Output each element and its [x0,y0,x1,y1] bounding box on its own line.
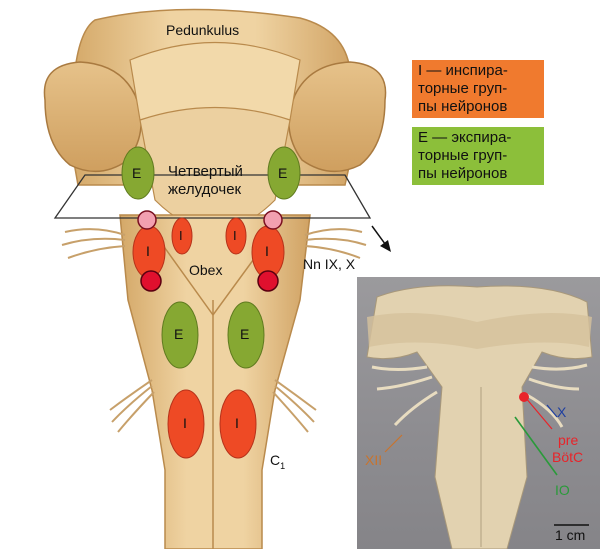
medulla [119,214,311,549]
label-c1-main: C [270,452,281,468]
label-fourth-ventricle-line2: желудочек [168,181,242,198]
inspiratory-group-lower-right [219,389,257,459]
label-c1: C1 [270,452,285,471]
brainstem-photo: X pre BötC XII IO 1 cm [357,277,600,549]
left-lobe [43,61,142,173]
nerve-roots-right [272,228,367,433]
letter-i-medial-right: I [233,228,237,243]
letter-i-lateral-right: I [265,243,269,259]
label-obex: Obex [189,262,223,278]
expiratory-group-mid-left [161,301,199,369]
marker-dark-right [257,270,279,292]
label-fourth-ventricle-line1: Четвертый [168,163,243,180]
marker-light-left [137,210,157,230]
expiratory-group-upper-left [121,146,155,200]
letter-i-lower-left: I [183,415,187,431]
photo-label-xii: XII [365,452,383,468]
photo-label-io: IO [555,482,570,498]
photo-scale-label: 1 cm [555,527,586,543]
letter-e-upper-left: E [132,165,142,181]
letter-e-mid-left: E [174,326,184,342]
nerve-roots-left [61,228,155,433]
legend-expiratory: E — экспира- торные груп- пы нейронов [412,127,544,185]
letter-e-upper-right: E [278,165,288,181]
letter-i-lower-right: I [235,415,239,431]
marker-dark-left [140,270,162,292]
photo-specimen [366,285,593,549]
legend-inspiratory: I — инспира- торные груп- пы нейронов [412,60,544,118]
arrow-icon [371,225,391,252]
letter-i-medial-left: I [179,228,183,243]
letter-i-lateral-left: I [146,243,150,259]
inspiratory-group-medial-left [171,217,193,255]
marker-light-right [263,210,283,230]
photo-botc-marker [519,392,529,402]
label-nerves: Nn IX, X [303,256,356,272]
photo-label-x: X [557,404,567,420]
photo-label-pre: pre [558,432,579,448]
right-lobe [288,61,387,173]
expiratory-group-mid-right [227,301,265,369]
inspiratory-group-lower-left [167,389,205,459]
label-pedunkulus: Pedunkulus [166,22,240,38]
expiratory-group-upper-right [267,146,301,200]
inspiratory-group-medial-right [225,217,247,255]
photo-label-botc: BötC [552,449,584,465]
letter-e-mid-right: E [240,326,250,342]
label-c1-sub: 1 [280,460,286,471]
